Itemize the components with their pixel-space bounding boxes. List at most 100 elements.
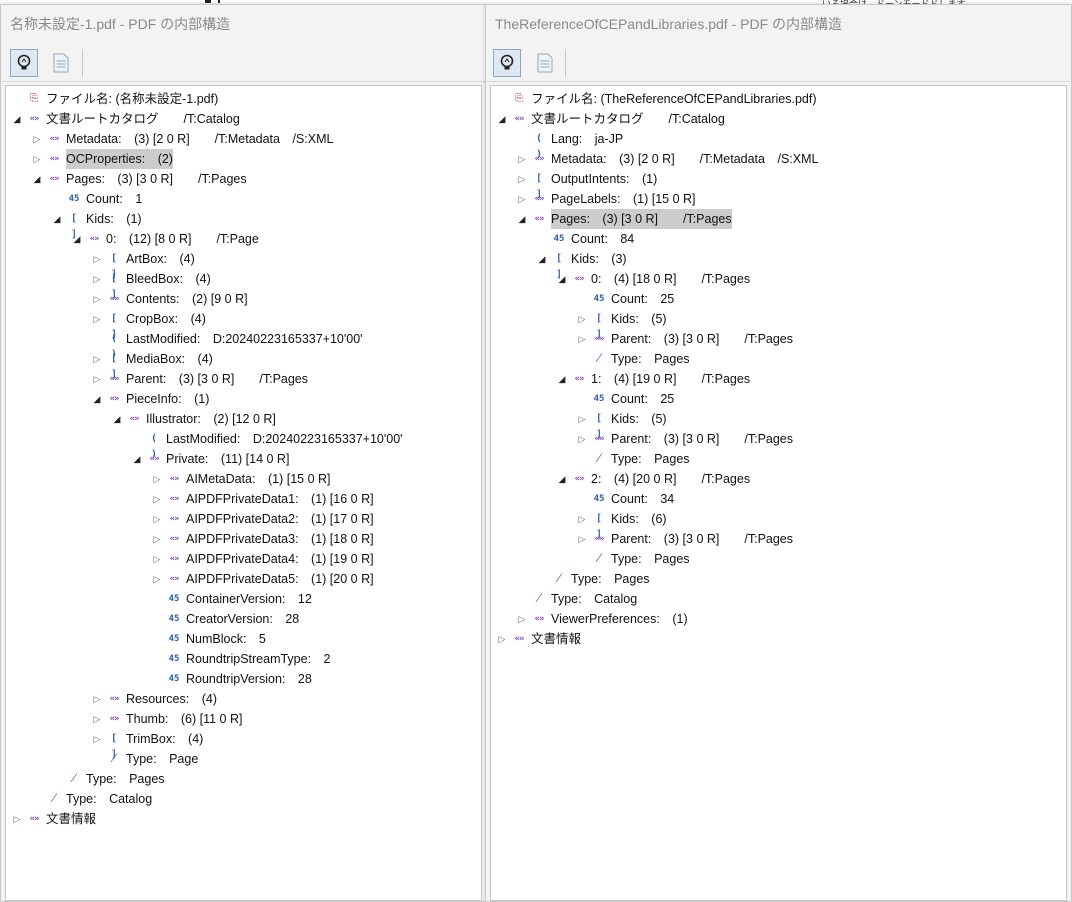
tree-node[interactable]: ▷[ ]ArtBox: (4) — [6, 249, 481, 280]
tree-node[interactable]: ▷«»AIPDFPrivateData2: (1) [17 0 R] — [6, 509, 481, 529]
tree-node[interactable]: ▷«»AIPDFPrivateData5: (1) [20 0 R] — [6, 569, 481, 589]
collapse-arrow-icon[interactable]: ◢ — [558, 474, 566, 484]
expand-arrow-icon[interactable]: ▷ — [93, 274, 101, 284]
tree-node[interactable]: ⁄Type: Pages — [491, 349, 1066, 369]
tree-node[interactable]: ▷«»文書情報 — [6, 809, 481, 829]
tree-node[interactable]: ▷[ ]OutputIntents: (1) — [491, 169, 1066, 200]
tree-node[interactable]: ◢«»1: (4) [19 0 R] /T:Pages — [491, 369, 1066, 389]
expand-arrow-icon[interactable]: ▷ — [93, 294, 101, 304]
collapse-arrow-icon[interactable]: ◢ — [53, 214, 61, 224]
expand-arrow-icon[interactable]: ▷ — [33, 154, 41, 164]
tree-node[interactable]: ▷«»Parent: (3) [3 0 R] /T:Pages — [491, 429, 1066, 449]
collapse-arrow-icon[interactable]: ◢ — [13, 114, 21, 124]
tree-node[interactable]: ◢«»Private: (11) [14 0 R] — [6, 449, 481, 469]
expand-arrow-icon[interactable]: ▷ — [578, 534, 586, 544]
expand-arrow-icon[interactable]: ▷ — [13, 814, 21, 824]
tree-node[interactable]: ▷«»Parent: (3) [3 0 R] /T:Pages — [491, 329, 1066, 349]
collapse-arrow-icon[interactable]: ◢ — [498, 114, 506, 124]
document-button[interactable] — [47, 49, 75, 77]
tree-node[interactable]: ⁄Type: Pages — [491, 449, 1066, 469]
expand-arrow-icon[interactable]: ▷ — [93, 254, 101, 264]
collapse-arrow-icon[interactable]: ◢ — [558, 274, 566, 284]
tree-node[interactable]: ▷[ ]MediaBox: (4) — [6, 349, 481, 380]
expand-arrow-icon[interactable]: ▷ — [153, 494, 161, 504]
tree-node[interactable]: ▷«»ViewerPreferences: (1) — [491, 609, 1066, 629]
collapse-arrow-icon[interactable]: ◢ — [113, 414, 121, 424]
structure-tree[interactable]: ⎘ファイル名: (TheReferenceOfCEPandLibraries.p… — [490, 85, 1067, 901]
expand-arrow-icon[interactable]: ▷ — [153, 474, 161, 484]
tree-node[interactable]: ▷«»AIPDFPrivateData1: (1) [16 0 R] — [6, 489, 481, 509]
expand-arrow-icon[interactable]: ▷ — [578, 514, 586, 524]
expand-arrow-icon[interactable]: ▷ — [153, 574, 161, 584]
tree-node[interactable]: ▷[ ]Kids: (5) — [491, 309, 1066, 340]
lightbulb-button[interactable] — [493, 49, 521, 77]
tree-node[interactable]: ▷«»Metadata: (3) [2 0 R] /T:Metadata /S:… — [491, 149, 1066, 169]
tree-node[interactable]: ⁄Type: Pages — [491, 569, 1066, 589]
document-button[interactable] — [531, 49, 559, 77]
tree-node[interactable]: ▷[ ]BleedBox: (4) — [6, 269, 481, 300]
tree-node[interactable]: ⁄Type: Pages — [6, 769, 481, 789]
expand-arrow-icon[interactable]: ▷ — [578, 434, 586, 444]
tree-node[interactable]: ▷«»PageLabels: (1) [15 0 R] — [491, 189, 1066, 209]
expand-arrow-icon[interactable]: ▷ — [518, 154, 526, 164]
expand-arrow-icon[interactable]: ▷ — [93, 734, 101, 744]
tree-node[interactable]: ▷«»AIMetaData: (1) [15 0 R] — [6, 469, 481, 489]
expand-arrow-icon[interactable]: ▷ — [518, 614, 526, 624]
tree-node[interactable]: ◢«»PieceInfo: (1) — [6, 389, 481, 409]
tree-node[interactable]: ◢«»0: (12) [8 0 R] /T:Page — [6, 229, 481, 249]
tree-node[interactable]: ▷«»文書情報 — [491, 629, 1066, 649]
tree-node[interactable]: ▷«»Parent: (3) [3 0 R] /T:Pages — [6, 369, 481, 389]
collapse-arrow-icon[interactable]: ◢ — [133, 454, 141, 464]
tree-node[interactable]: ⁄Type: Pages — [491, 549, 1066, 569]
expand-arrow-icon[interactable]: ▷ — [153, 554, 161, 564]
tree-node[interactable]: ⁄Type: Page — [6, 749, 481, 769]
tree-node[interactable]: ◢«»Pages: (3) [3 0 R] /T:Pages — [6, 169, 481, 189]
tree-node[interactable]: ▷«»Metadata: (3) [2 0 R] /T:Metadata /S:… — [6, 129, 481, 149]
tree-node[interactable]: ⎘ファイル名: (名称未設定-1.pdf) — [6, 89, 481, 109]
expand-arrow-icon[interactable]: ▷ — [93, 714, 101, 724]
tree-node[interactable]: ▷[ ]Kids: (6) — [491, 509, 1066, 540]
collapse-arrow-icon[interactable]: ◢ — [73, 234, 81, 244]
tree-node[interactable]: ( )LastModified: D:20240223165337+10'00' — [6, 329, 481, 360]
tree-node[interactable]: ▷[ ]CropBox: (4) — [6, 309, 481, 340]
tree-node[interactable]: ◢«»0: (4) [18 0 R] /T:Pages — [491, 269, 1066, 289]
expand-arrow-icon[interactable]: ▷ — [498, 634, 506, 644]
expand-arrow-icon[interactable]: ▷ — [153, 534, 161, 544]
tree-node[interactable]: ▷«»AIPDFPrivateData3: (1) [18 0 R] — [6, 529, 481, 549]
tree-node[interactable]: ◢«»文書ルートカタログ /T:Catalog — [491, 109, 1066, 129]
expand-arrow-icon[interactable]: ▷ — [93, 354, 101, 364]
collapse-arrow-icon[interactable]: ◢ — [538, 254, 546, 264]
collapse-arrow-icon[interactable]: ◢ — [33, 174, 41, 184]
lightbulb-button[interactable] — [10, 49, 38, 77]
tree-node[interactable]: ( )Lang: ja-JP — [491, 129, 1066, 160]
expand-arrow-icon[interactable]: ▷ — [93, 374, 101, 384]
expand-arrow-icon[interactable]: ▷ — [93, 314, 101, 324]
expand-arrow-icon[interactable]: ▷ — [518, 174, 526, 184]
tree-node[interactable]: ▷«»Thumb: (6) [11 0 R] — [6, 709, 481, 729]
expand-arrow-icon[interactable]: ▷ — [153, 514, 161, 524]
tree-node[interactable]: ▷«»Resources: (4) — [6, 689, 481, 709]
tree-node[interactable]: ▷«»Parent: (3) [3 0 R] /T:Pages — [491, 529, 1066, 549]
expand-arrow-icon[interactable]: ▷ — [93, 694, 101, 704]
tree-node[interactable]: ▷[ ]TrimBox: (4) — [6, 729, 481, 760]
collapse-arrow-icon[interactable]: ◢ — [93, 394, 101, 404]
tree-node[interactable]: ( )LastModified: D:20240223165337+10'00' — [6, 429, 481, 460]
tree-node[interactable]: ⁄Type: Catalog — [6, 789, 481, 809]
tree-node[interactable]: ◢[ ]Kids: (3) — [491, 249, 1066, 280]
tree-node[interactable]: ◢[ ]Kids: (1) — [6, 209, 481, 240]
tree-node[interactable]: ⎘ファイル名: (TheReferenceOfCEPandLibraries.p… — [491, 89, 1066, 109]
tree-node[interactable]: ▷«»Contents: (2) [9 0 R] — [6, 289, 481, 309]
expand-arrow-icon[interactable]: ▷ — [578, 334, 586, 344]
tree-node[interactable]: ◢«»Illustrator: (2) [12 0 R] — [6, 409, 481, 429]
tree-node[interactable]: ▷«»AIPDFPrivateData4: (1) [19 0 R] — [6, 549, 481, 569]
collapse-arrow-icon[interactable]: ◢ — [558, 374, 566, 384]
